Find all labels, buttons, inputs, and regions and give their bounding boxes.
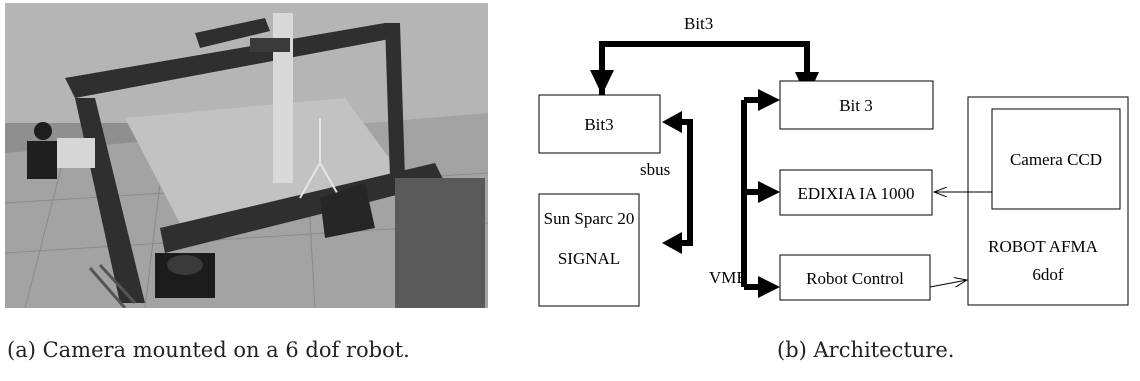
signal-label: SIGNAL <box>558 249 620 268</box>
robot-afma-label: ROBOT AFMA <box>988 237 1098 256</box>
sbus-label: sbus <box>640 160 670 179</box>
photo-floor-object-top <box>167 255 203 275</box>
photo-robot-carriage <box>250 38 290 52</box>
photo-robot-base <box>395 178 485 308</box>
photo-operator-head <box>34 122 52 140</box>
photo-monitor <box>57 138 95 168</box>
photo-robot-axis <box>273 13 293 183</box>
robot-control-box: Robot Control <box>779 254 931 301</box>
top-bus-label: Bit3 <box>684 14 713 33</box>
vme-label: VME <box>709 268 747 287</box>
photo-tripod <box>299 118 341 199</box>
camera-ccd-label: Camera CCD <box>1010 150 1102 169</box>
caption-b: (b) Architecture. <box>777 338 955 362</box>
sun-sparc-label: Sun Sparc 20 <box>544 209 635 228</box>
edixia-label: EDIXIA IA 1000 <box>797 184 914 203</box>
bit3-left-label: Bit3 <box>584 115 613 134</box>
caption-a: (a) Camera mounted on a 6 dof robot. <box>7 338 410 362</box>
photo-camera-device <box>320 183 375 238</box>
robot-control-label: Robot Control <box>806 269 904 288</box>
sun-sparc-box: Sun Sparc 20 SIGNAL <box>538 193 640 307</box>
vme-bus-connector <box>741 89 780 298</box>
robot-dof-label: 6dof <box>1032 265 1064 284</box>
sbus-connector <box>662 111 693 254</box>
bit3-right-label: Bit 3 <box>839 96 873 115</box>
photo-operator-body <box>27 141 57 179</box>
control-to-robot-arrow <box>929 280 967 288</box>
camera-ccd-box: Camera CCD <box>991 108 1121 210</box>
bit3-right-box: Bit 3 <box>779 80 934 130</box>
bit3-left-box: Bit3 <box>538 94 661 154</box>
photo-rails <box>88 263 137 308</box>
edixia-box: EDIXIA IA 1000 <box>779 169 933 216</box>
robot-photo <box>5 3 488 308</box>
photo-gantry-frame <box>65 18 445 303</box>
